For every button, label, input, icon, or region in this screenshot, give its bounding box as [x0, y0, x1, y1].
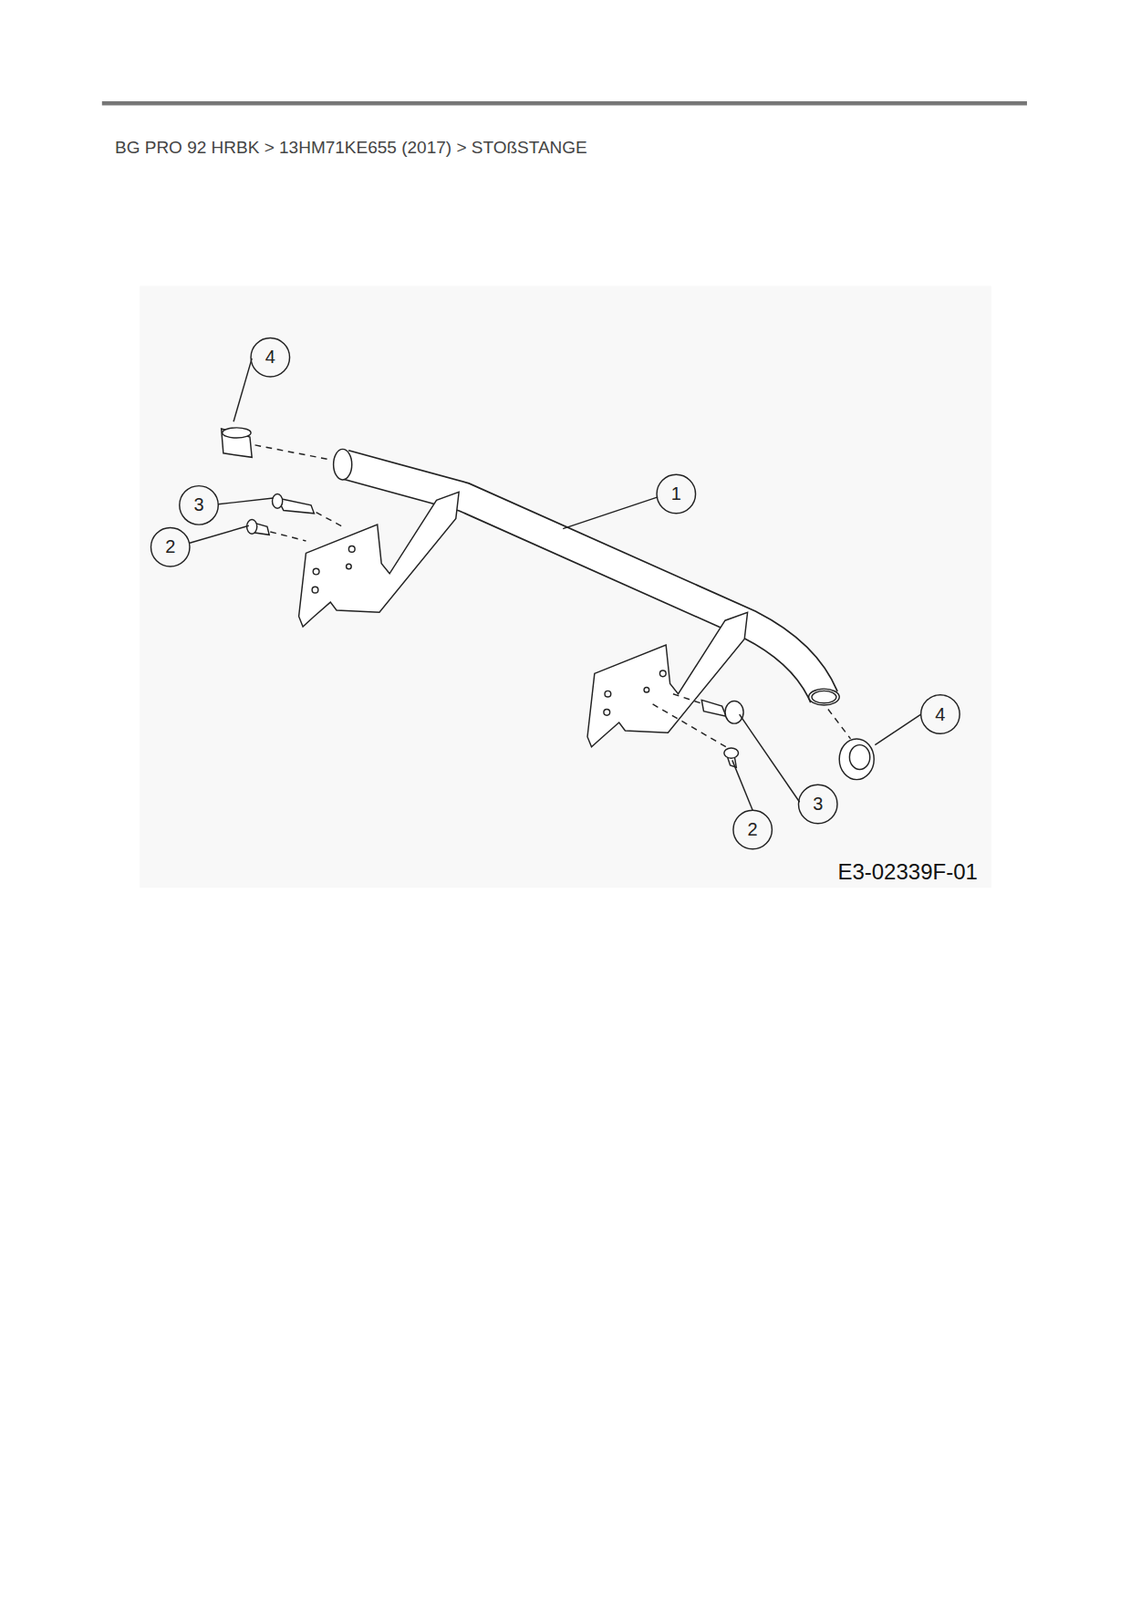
callout-number: 4 [934, 705, 945, 724]
callout-number: 1 [671, 484, 682, 503]
callout-number: 4 [265, 347, 276, 366]
callout-number: 3 [193, 495, 204, 514]
callout-number: 2 [747, 819, 758, 839]
breadcrumb-title: BG PRO 92 HRBK > 13HM71KE655 (2017) > ST… [114, 137, 588, 158]
callout-number: 2 [165, 537, 176, 556]
callout-number: 3 [812, 794, 823, 813]
drawing-number: E3-02339F-01 [837, 859, 977, 885]
